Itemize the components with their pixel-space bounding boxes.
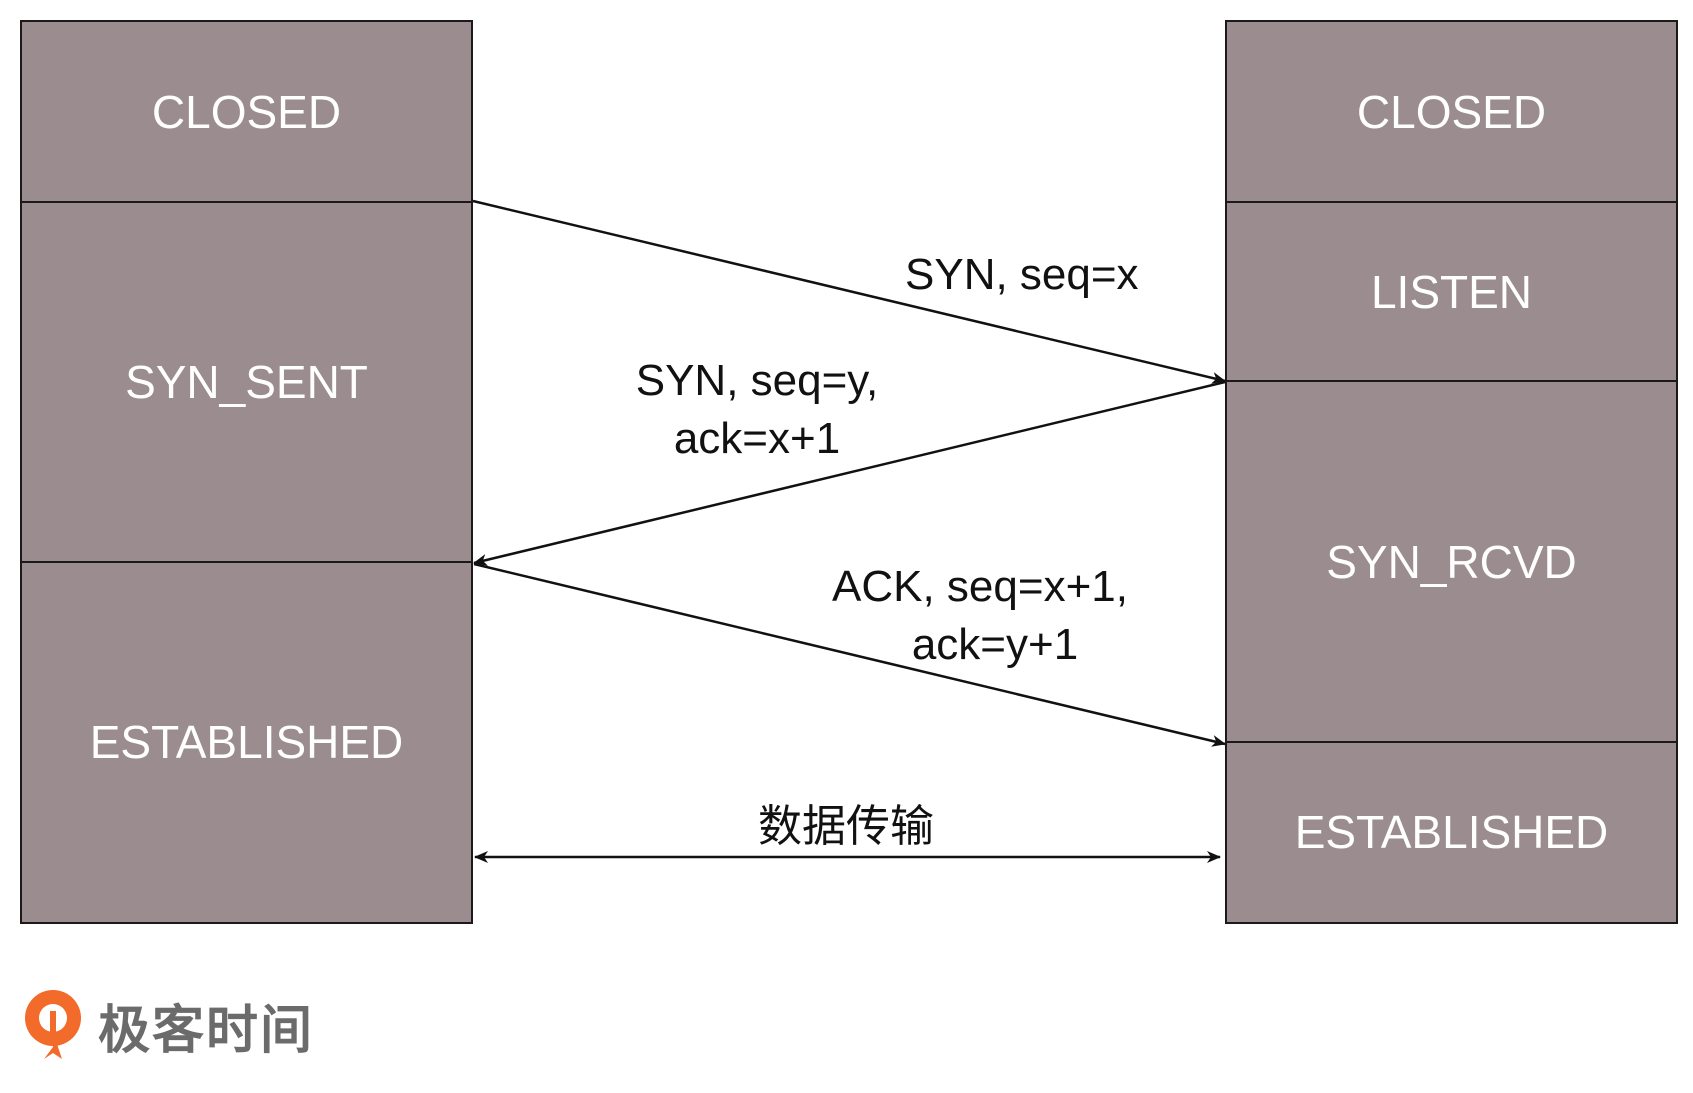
ack-label: ACK, seq=x+1, ack=y+1 [815, 558, 1145, 674]
ack-label-line2: ack=y+1 [911, 620, 1079, 669]
client-state-syn-sent: SYN_SENT [22, 203, 471, 563]
geektime-logo-icon [25, 990, 81, 1059]
client-state-established: ESTABLISHED [22, 562, 471, 922]
geektime-logo-text: 极客时间 [98, 1000, 315, 1061]
geektime-logo: 极客时间 [20, 985, 314, 1065]
syn-ack-label: SYN, seq=y, ack=x+1 [612, 352, 902, 468]
server-state-closed: CLOSED [1227, 22, 1676, 204]
server-state-syn-rcvd: SYN_RCVD [1227, 382, 1676, 743]
ack-label-line1: ACK, seq=x+1, [832, 562, 1128, 611]
client-state-column: CLOSED SYN_SENT ESTABLISHED [20, 20, 473, 924]
server-state-listen: LISTEN [1227, 203, 1676, 383]
syn-label: SYN, seq=x [905, 250, 1139, 299]
syn-ack-label-line2: ack=x+1 [673, 414, 841, 463]
data-transfer-label: 数据传输 [758, 802, 934, 851]
syn-ack-label-line1: SYN, seq=y, [635, 356, 879, 405]
server-state-established: ESTABLISHED [1227, 742, 1676, 922]
server-state-column: CLOSED LISTEN SYN_RCVD ESTABLISHED [1225, 20, 1678, 924]
client-state-closed: CLOSED [22, 22, 471, 204]
